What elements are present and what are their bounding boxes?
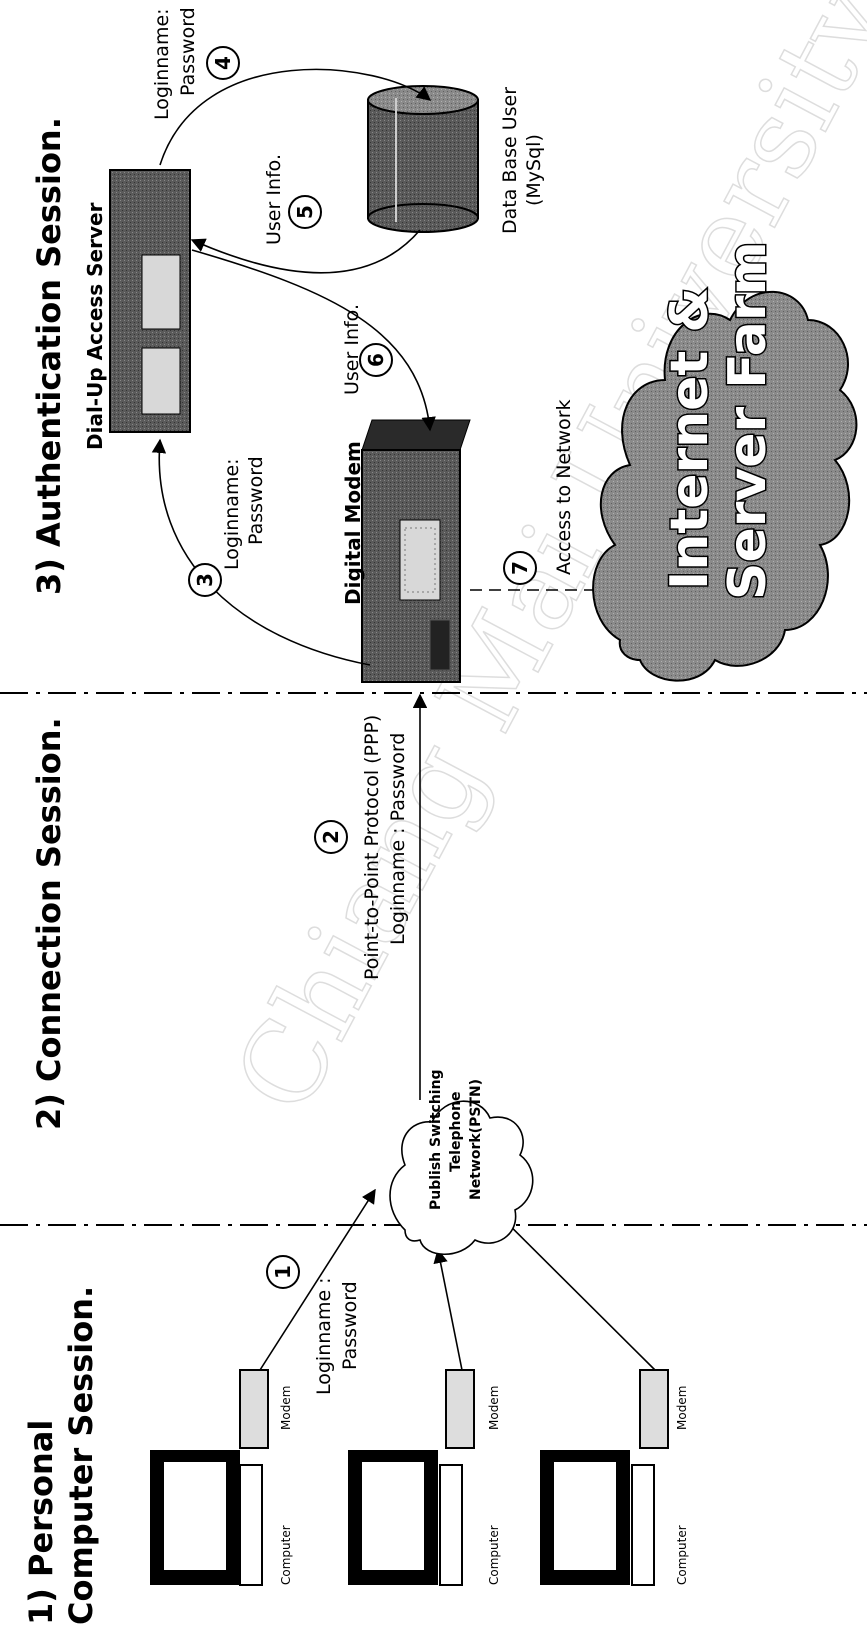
dial-up-server-panel-2 (142, 348, 180, 414)
step-2-number: 2 (319, 830, 343, 844)
step-3-number: 3 (193, 573, 217, 587)
digital-modem-slot (430, 620, 450, 670)
computer-2: Computer Modem (348, 1370, 501, 1585)
computer-3: Computer Modem (540, 1370, 689, 1585)
modem-device-3 (640, 1370, 668, 1448)
step-5-number: 5 (293, 205, 317, 219)
arrow-computer-2 (438, 1250, 462, 1370)
database-body (368, 100, 478, 218)
dial-up-server: Dial-Up Access Server (83, 170, 190, 450)
computers: Computer Modem Computer Modem Computer M… (150, 1370, 689, 1585)
step-3-label-line1: Loginname: (221, 458, 243, 570)
database-bottom (368, 204, 478, 232)
step-4-label-line2: Password (177, 7, 199, 96)
pstn-label-line3: Network(PSTN) (468, 1079, 484, 1200)
step-6-number: 6 (364, 353, 388, 367)
computer-label-2: Computer (487, 1525, 501, 1585)
modem-device-2 (446, 1370, 474, 1448)
modem-label-2: Modem (487, 1386, 501, 1430)
digital-modem-top (362, 420, 470, 450)
monitor-screen-1 (164, 1462, 226, 1570)
database-label-line2: (MySql) (523, 134, 545, 206)
step-1: 1 Loginname : Password (267, 1256, 361, 1395)
database-label-line1: Data Base User (499, 87, 521, 234)
ppp-label-line2: Loginname : Password (387, 733, 409, 945)
step-6-arc (192, 250, 430, 430)
internet-label-line1: Internet & (660, 287, 720, 590)
digital-modem-label: Digital Modem (341, 441, 365, 605)
step-1-number: 1 (271, 1265, 295, 1279)
keyboard-3 (632, 1465, 654, 1585)
database: Data Base User (MySql) (368, 86, 545, 234)
step-4-number: 4 (211, 56, 235, 70)
step-3-label-line2: Password (245, 456, 267, 545)
dial-up-server-panel-1 (142, 255, 180, 329)
monitor-screen-2 (362, 1462, 424, 1570)
step-5-arc (192, 230, 420, 273)
step-6: 6 User Info. (192, 250, 430, 430)
computer-label-1: Computer (279, 1525, 293, 1585)
modem-label-3: Modem (675, 1386, 689, 1430)
step-7-number: 7 (508, 561, 532, 575)
pstn-cloud: Publish Switching Telephone Network(PSTN… (390, 1069, 533, 1254)
keyboard-2 (440, 1465, 462, 1585)
database-top (368, 86, 478, 114)
step-6-label: User Info. (341, 304, 363, 395)
ppp-label-line1: Point-to-Point Protocol (PPP) (361, 715, 383, 980)
step-5-label: User Info. (263, 154, 285, 245)
dial-up-server-label: Dial-Up Access Server (83, 202, 107, 450)
internet-label-line2: Server Farm (718, 241, 778, 600)
section-1-title-line1: 1) Personal (22, 1420, 60, 1625)
keyboard-1 (240, 1465, 262, 1585)
computer-1: Computer Modem (150, 1370, 293, 1585)
computer-label-3: Computer (675, 1525, 689, 1585)
step-1-label-line1: Loginname : (313, 1277, 335, 1395)
pstn-label-line2: Telephone (448, 1091, 464, 1172)
modem-device-1 (240, 1370, 268, 1448)
section-2-title: 2) Connection Session. (30, 717, 68, 1130)
digital-modem-panel (400, 520, 440, 600)
section-1-title-line2: Computer Session. (62, 1286, 100, 1625)
pstn-label-line1: Publish Switching (428, 1069, 444, 1210)
monitor-screen-3 (554, 1462, 616, 1570)
step-3: 3 Loginname: Password (159, 440, 370, 665)
modem-label-1: Modem (279, 1386, 293, 1430)
step-7-label: Access to Network (553, 399, 575, 575)
step-1-label-line2: Password (339, 1281, 361, 1370)
step-4-label-line1: Loginname: (151, 8, 173, 120)
section-3-title: 3) Authentication Session. (30, 117, 68, 595)
digital-modem: Digital Modem (341, 420, 470, 682)
